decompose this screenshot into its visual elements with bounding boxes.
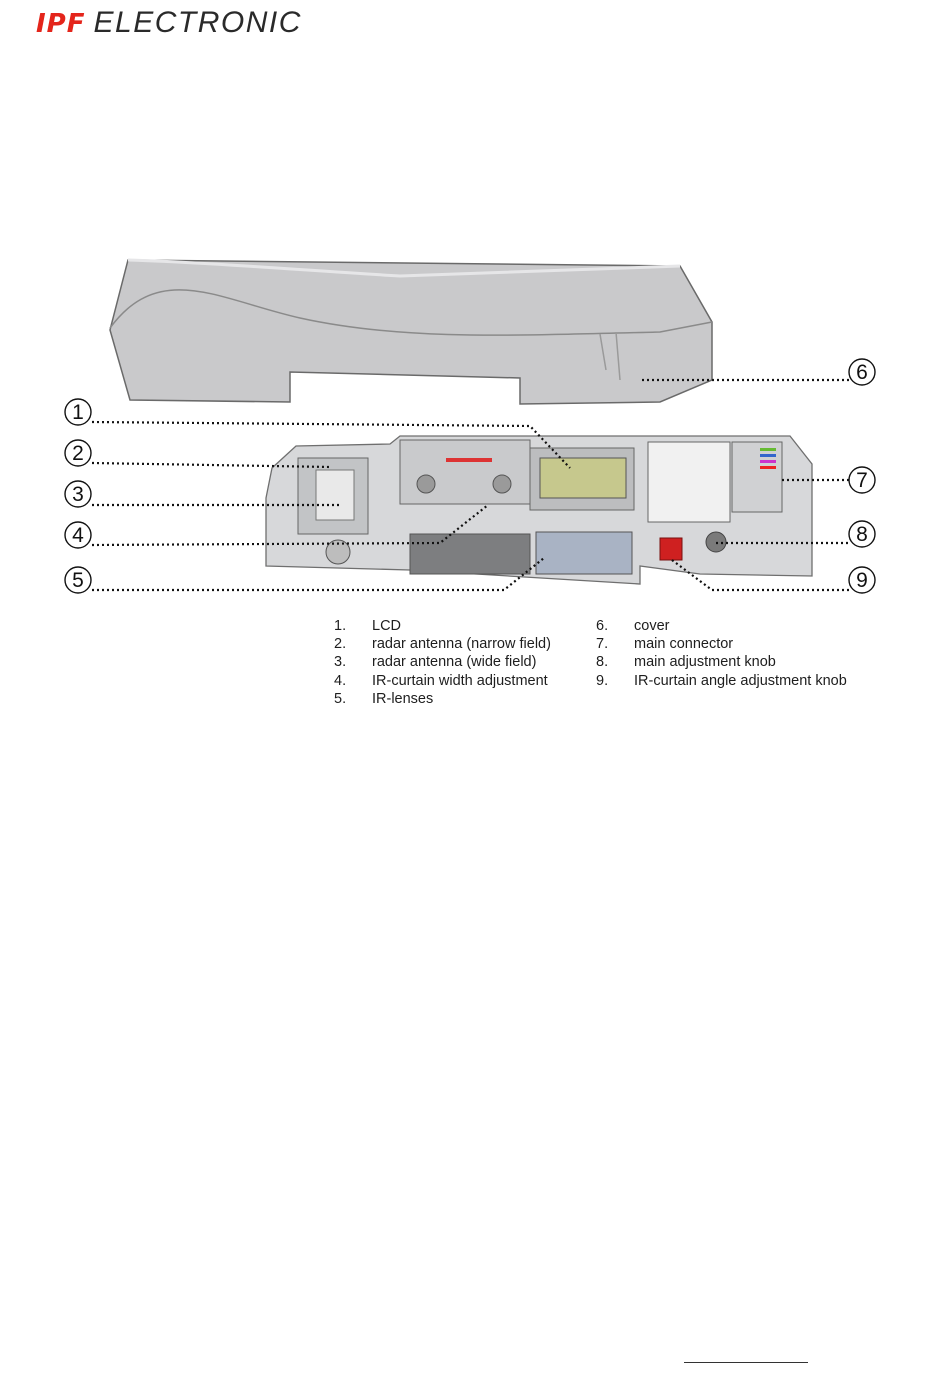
legend-item-number: 7. bbox=[596, 636, 634, 654]
callout-6: 6 bbox=[849, 359, 875, 385]
callout-5: 5 bbox=[65, 567, 91, 593]
callout-2-label: 2 bbox=[72, 442, 84, 465]
logo-wordmark: ELECTRONIC bbox=[94, 6, 302, 40]
legend-item-label: IR-curtain angle adjustment knob bbox=[634, 673, 847, 691]
legend-item: 1.LCD bbox=[334, 618, 551, 636]
legend-item: 4.IR-curtain width adjustment bbox=[334, 673, 551, 691]
legend-item: 2.radar antenna (narrow field) bbox=[334, 636, 551, 654]
callout-2: 2 bbox=[65, 440, 91, 466]
callout-6-label: 6 bbox=[856, 361, 868, 384]
legend-item-number: 8. bbox=[596, 654, 634, 672]
cover-illustration bbox=[110, 260, 712, 404]
legend-right-column: 6.cover 7.main connector 8.main adjustme… bbox=[596, 618, 847, 691]
legend-item-label: IR-lenses bbox=[372, 691, 433, 709]
legend-item-number: 9. bbox=[596, 673, 634, 691]
legend-item-label: IR-curtain width adjustment bbox=[372, 673, 548, 691]
callout-9: 9 bbox=[849, 567, 875, 593]
legend-item: 9.IR-curtain angle adjustment knob bbox=[596, 673, 847, 691]
legend-item: 3.radar antenna (wide field) bbox=[334, 654, 551, 672]
callout-3-label: 3 bbox=[72, 483, 84, 506]
legend-item-number: 2. bbox=[334, 636, 372, 654]
callout-4-label: 4 bbox=[72, 524, 84, 547]
exploded-product-figure: 1 2 3 4 5 6 7 8 bbox=[0, 240, 950, 620]
legend-item: 8.main adjustment knob bbox=[596, 654, 847, 672]
callout-9-label: 9 bbox=[856, 569, 868, 592]
company-logo: IPF ELECTRONIC bbox=[36, 6, 302, 46]
callout-1-label: 1 bbox=[72, 401, 84, 424]
legend-item-number: 4. bbox=[334, 673, 372, 691]
callout-3: 3 bbox=[65, 481, 91, 507]
legend-item-number: 6. bbox=[596, 618, 634, 636]
callout-8-label: 8 bbox=[856, 523, 868, 546]
legend-item-label: cover bbox=[634, 618, 669, 636]
legend-item-number: 3. bbox=[334, 654, 372, 672]
legend-item-label: main connector bbox=[634, 636, 733, 654]
callout-8: 8 bbox=[849, 521, 875, 547]
legend-item-label: radar antenna (narrow field) bbox=[372, 636, 551, 654]
callout-4: 4 bbox=[65, 522, 91, 548]
legend-item-number: 5. bbox=[334, 691, 372, 709]
callout-7-label: 7 bbox=[856, 469, 868, 492]
callout-5-label: 5 bbox=[72, 569, 84, 592]
legend-left-column: 1.LCD 2.radar antenna (narrow field) 3.r… bbox=[334, 618, 551, 709]
legend-item-label: main adjustment knob bbox=[634, 654, 776, 672]
legend-item: 5.IR-lenses bbox=[334, 691, 551, 709]
legend-item-label: LCD bbox=[372, 618, 401, 636]
logo-brand: IPF bbox=[36, 9, 86, 39]
legend-item-label: radar antenna (wide field) bbox=[372, 654, 536, 672]
legend-item: 6.cover bbox=[596, 618, 847, 636]
callout-1: 1 bbox=[65, 399, 91, 425]
legend-item: 7.main connector bbox=[596, 636, 847, 654]
footer-divider bbox=[684, 1362, 808, 1363]
callout-7: 7 bbox=[849, 467, 875, 493]
legend-item-number: 1. bbox=[334, 618, 372, 636]
